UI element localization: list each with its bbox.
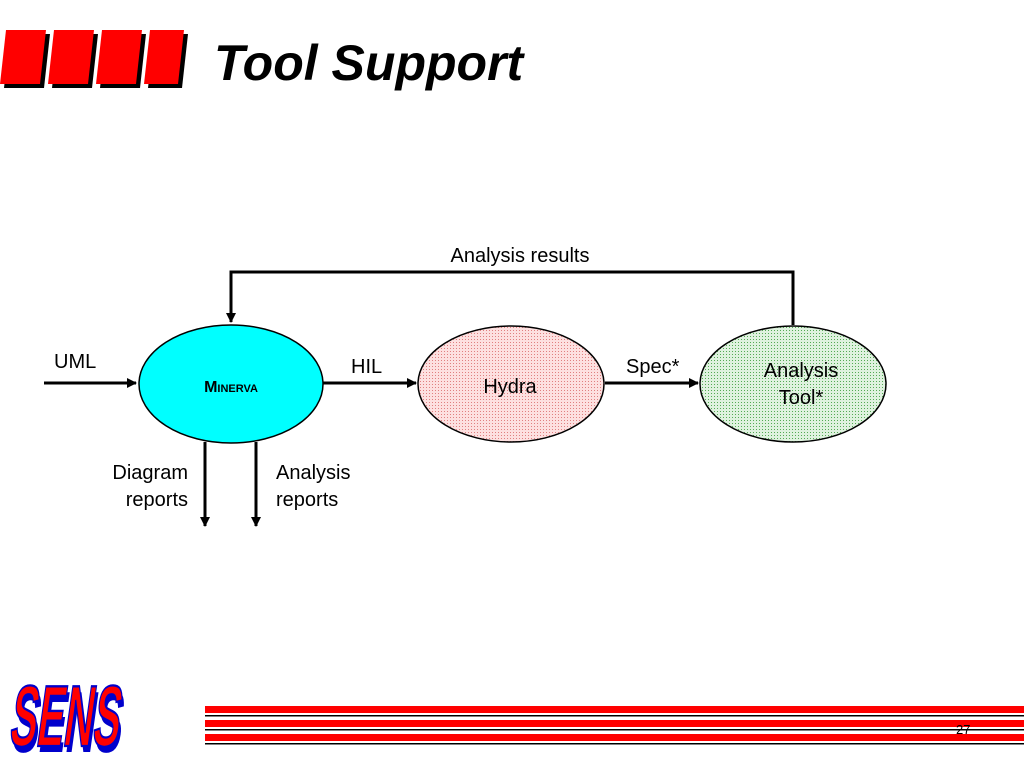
analysis-reports-label-line2: reports <box>276 489 338 511</box>
tool-support-diagram: Analysis results UML Minerva HIL Hydra S… <box>44 245 887 527</box>
svg-text:SENS: SENS <box>7 675 130 768</box>
uml-label: UML <box>54 351 96 373</box>
footer-stripes <box>205 706 1024 745</box>
hil-label: HIL <box>351 356 382 378</box>
analysis-tool-label-line2: Tool* <box>779 387 824 409</box>
analysis-results-label: Analysis results <box>451 245 590 267</box>
footer-band: SENS SENS <box>5 668 1024 768</box>
hydra-node <box>417 325 605 443</box>
analysis-tool-node <box>699 325 887 443</box>
analysis-tool-label-line1: Analysis <box>764 360 838 382</box>
slide-title: Tool Support <box>214 35 524 91</box>
sens-logo: SENS SENS <box>5 668 131 768</box>
hydra-label: Hydra <box>483 376 537 398</box>
analysis-reports-label-line1: Analysis <box>276 462 350 484</box>
diagram-reports-label-line1: Diagram <box>112 462 188 484</box>
svg-text:SENS: SENS <box>5 668 128 765</box>
spec-label: Spec* <box>626 356 680 378</box>
page-number: 27 <box>956 722 971 737</box>
title-stripes-decoration <box>0 30 188 88</box>
analysis-results-edge <box>226 270 795 325</box>
minerva-label: Minerva <box>204 379 258 396</box>
diagram-reports-label-line2: reports <box>126 489 188 511</box>
